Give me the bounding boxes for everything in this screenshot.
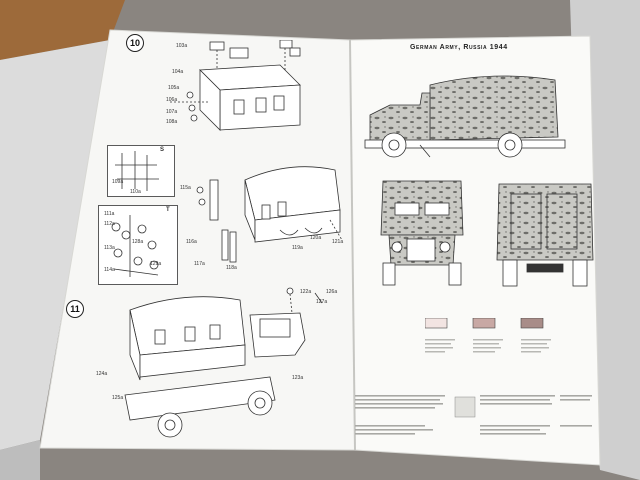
swatch-1 [425,318,448,329]
step-10-cab-assembly [196,166,343,263]
step-11-truck-assembly [124,287,323,438]
part-label: 126a [326,289,338,295]
part-label: 107a [166,109,178,115]
part-label: 124a [96,371,108,377]
board-shadow [0,440,40,480]
part-label: 110a [130,189,141,195]
step-10-body-assembly [170,40,301,131]
small-decal-box [454,396,476,418]
sub-step-t-box [98,205,178,285]
left-white-board [0,40,110,450]
part-label: 122a [300,289,312,295]
part-label: 119a [292,245,303,251]
part-label: 128a [132,239,144,245]
step-number-10: 10 [126,34,144,52]
part-label: 115a [180,185,191,191]
part-label: 118a [226,265,237,271]
part-label: 121a [332,239,344,245]
cardboard-box-corner [0,0,125,60]
part-label: 114a [104,267,115,273]
painting-guide-title: German Army, Russia 1944 [410,44,508,51]
step-number-11: 11 [66,300,84,318]
sub-step-t-label: T [166,207,170,213]
swatch-3 [520,318,544,329]
part-label: 106a [166,97,178,103]
part-label: 116a [186,239,197,245]
truck-rear-view [496,183,594,287]
small-print-area [355,339,592,435]
sub-step-s-box [107,145,175,197]
part-label: 112a [104,221,115,227]
part-label: 125a [112,395,124,401]
part-label: 105a [168,85,180,91]
part-label: 109a [112,179,124,185]
swatch-2 [472,318,496,329]
part-label: 108a [166,119,178,125]
sub-step-s-label: S [160,147,165,153]
colour-swatches [425,318,544,329]
part-label: 123a [292,375,304,381]
part-label: 103a [176,43,188,49]
page-spine [349,39,356,451]
part-label: 129a [150,261,162,267]
part-label: 120a [310,235,322,241]
truck-front-view [380,180,464,286]
part-label: 113a [104,245,115,251]
part-label: 104a [172,69,184,75]
part-label: 117a [194,261,205,267]
part-label: 111a [104,211,115,217]
truck-side-view [364,75,566,158]
part-label: 127a [316,299,328,305]
